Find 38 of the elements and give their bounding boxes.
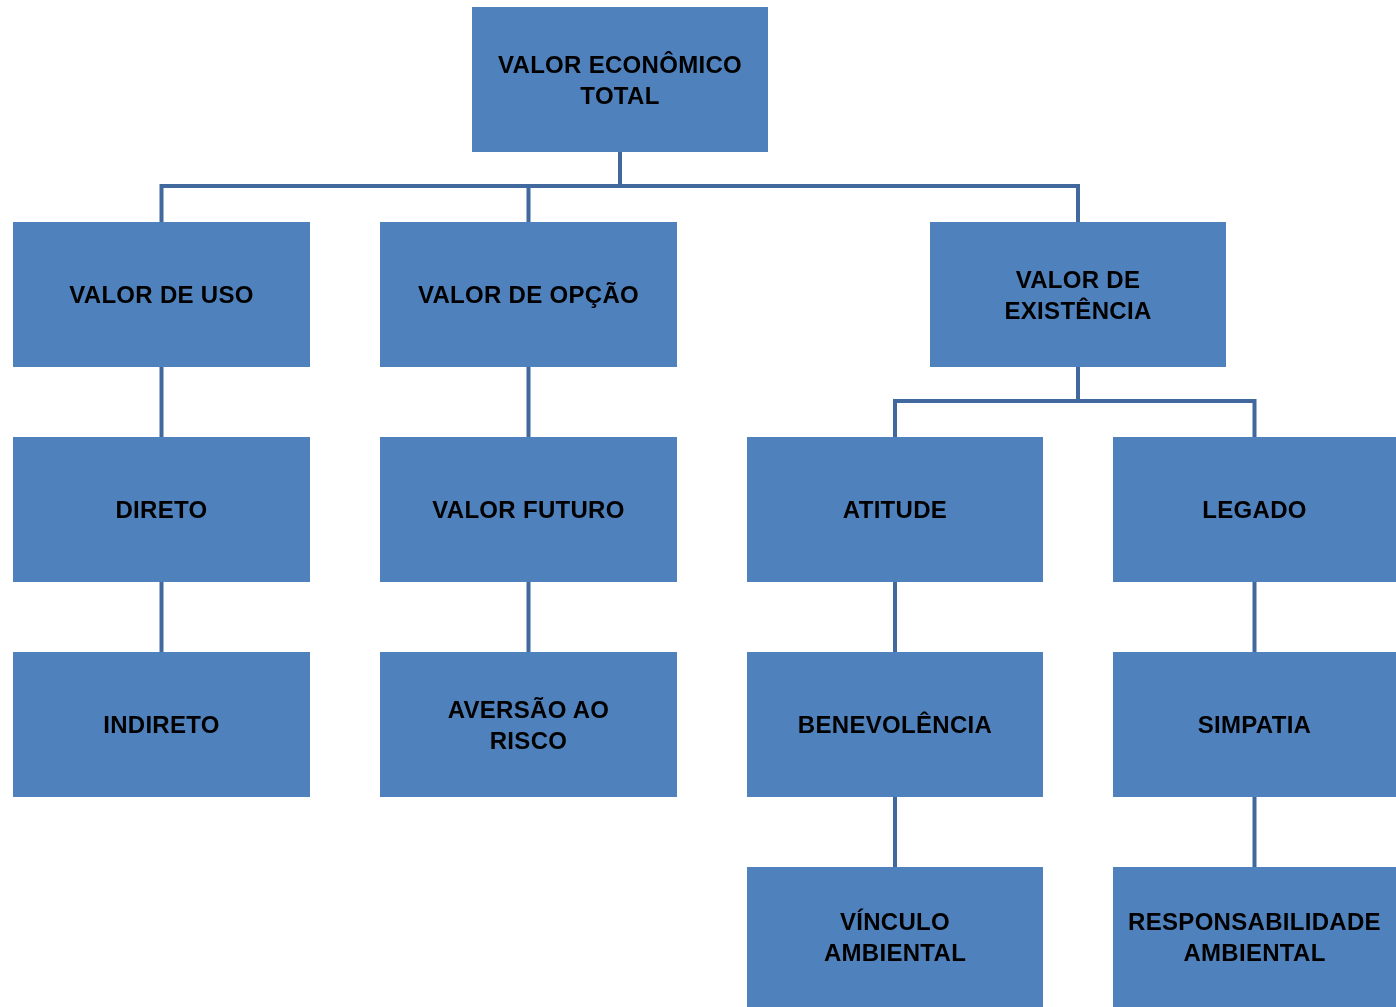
box-label: VALOR DE USO: [69, 280, 254, 310]
hierarchy-box: [930, 222, 1226, 367]
hierarchy-box: [380, 652, 677, 797]
box-label: VALOR DE EXISTÊNCIA: [1003, 264, 1153, 326]
box-label: DIRETO: [115, 495, 208, 525]
box-label: SIMPATIA: [1197, 710, 1312, 740]
hierarchy-box: [747, 437, 1043, 582]
box-label: ATITUDE: [842, 495, 948, 525]
box-label: LEGADO: [1202, 495, 1307, 525]
connector-line: [526, 582, 531, 652]
connector-line: [618, 152, 1080, 222]
connector-line: [1252, 797, 1257, 867]
hierarchy-box: [13, 437, 310, 582]
hierarchy-box: [380, 437, 677, 582]
hierarchy-box: [747, 867, 1043, 1007]
connector-line: [159, 582, 164, 652]
box-label: VALOR ECONÔMICO TOTAL: [496, 49, 744, 111]
box-label: AVERSÃO AO RISCO: [446, 694, 611, 756]
box-label: BENEVOLÊNCIA: [797, 710, 993, 740]
hierarchy-box: [13, 652, 310, 797]
connector-line: [159, 367, 164, 437]
connector-line: [526, 367, 531, 437]
hierarchy-box: [747, 652, 1043, 797]
hierarchy-box: [1113, 652, 1396, 797]
connector-line: [1076, 367, 1257, 437]
connector-line: [893, 582, 897, 652]
connector-line: [1252, 582, 1257, 652]
hierarchy-box: [380, 222, 677, 367]
box-label: VÍNCULO AMBIENTAL: [822, 907, 968, 968]
hierarchy-box: [13, 222, 310, 367]
connector-line: [893, 797, 897, 867]
box-label: VALOR DE OPÇÃO: [417, 280, 640, 310]
box-label: VALOR FUTURO: [432, 495, 625, 525]
box-label: RESPONSABILIDADE AMBIENTAL: [1127, 907, 1382, 968]
hierarchy-box: [1113, 437, 1396, 582]
hierarchy-box: [1113, 867, 1396, 1007]
box-label: INDIRETO: [103, 710, 220, 740]
hierarchy-box: [472, 7, 768, 152]
